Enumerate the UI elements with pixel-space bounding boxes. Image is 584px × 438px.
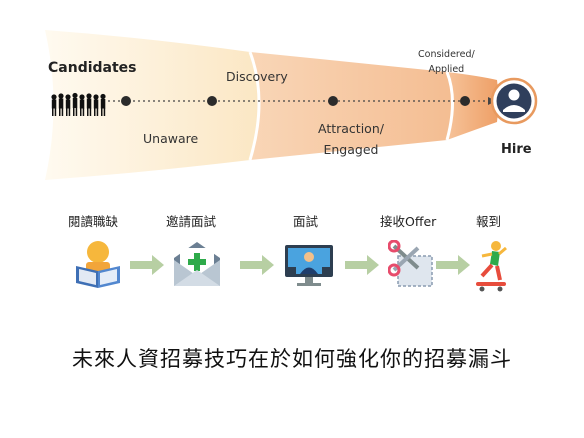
reading-person-icon [76,241,120,288]
hire-person-icon [490,77,538,125]
stage-dot-2 [207,96,217,106]
step-label-invite-interview: 邀請面試 [166,214,217,229]
recruiting-funnel [45,30,538,180]
considered-line2: Applied [428,64,465,75]
stage-dot-3 [328,96,338,106]
scissors-coupon-icon [388,240,433,287]
considered-applied-label: Considered/ Applied [418,47,475,77]
crowd-icon [51,92,106,116]
video-call-monitor-icon [285,245,333,286]
step-label-receive-offer: 接收Offer [380,214,437,229]
considered-line1: Considered/ [418,49,475,60]
envelope-plus-icon [174,242,220,286]
funnel-stage-attraction [250,52,453,160]
step-arrow-4 [436,255,470,275]
attraction-engaged-label: Attraction/ Engaged [318,118,384,160]
step-arrow-3 [345,255,379,275]
stage-dot-1 [121,96,131,106]
step-label-onboard: 報到 [476,214,502,229]
candidates-label: Candidates [48,60,137,76]
attraction-line2: Engaged [323,142,379,157]
funnel-stage-unaware [45,30,259,180]
stage-dot-4 [460,96,470,106]
hire-label: Hire [501,142,532,157]
unaware-label: Unaware [143,131,199,146]
skateboarder-icon [476,241,507,292]
discovery-label: Discovery [226,69,288,84]
step-arrow-2 [240,255,274,275]
funnel-stage-considered [447,72,499,140]
step-label-interview: 面試 [293,214,319,229]
attraction-line1: Attraction/ [318,121,384,136]
step-label-read-job: 閱讀職缺 [68,214,119,229]
step-arrow-1 [130,255,164,275]
caption-text: 未來人資招募技巧在於如何強化你的招募漏斗 [72,347,512,371]
